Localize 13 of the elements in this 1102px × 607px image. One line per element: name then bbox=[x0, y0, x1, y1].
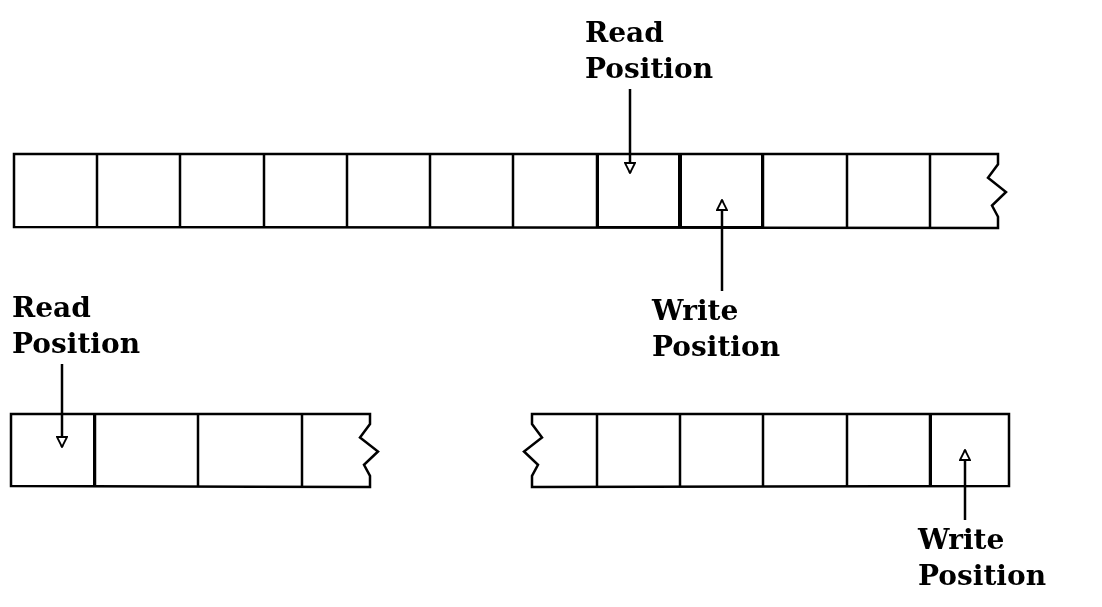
position-label: Read Position bbox=[585, 15, 713, 87]
buffer-cell bbox=[680, 153, 763, 228]
arrow bbox=[716, 199, 728, 291]
buffer-cell bbox=[597, 153, 680, 228]
buffer-strip bbox=[10, 413, 382, 487]
arrow bbox=[624, 89, 636, 174]
arrow bbox=[56, 364, 68, 448]
position-label: Write Position bbox=[652, 293, 780, 365]
buffer-strip bbox=[13, 153, 1010, 228]
arrow bbox=[959, 449, 971, 520]
position-label: Write Position bbox=[918, 522, 1046, 594]
buffer-strip bbox=[520, 413, 1010, 487]
position-label: Read Position bbox=[12, 290, 140, 362]
